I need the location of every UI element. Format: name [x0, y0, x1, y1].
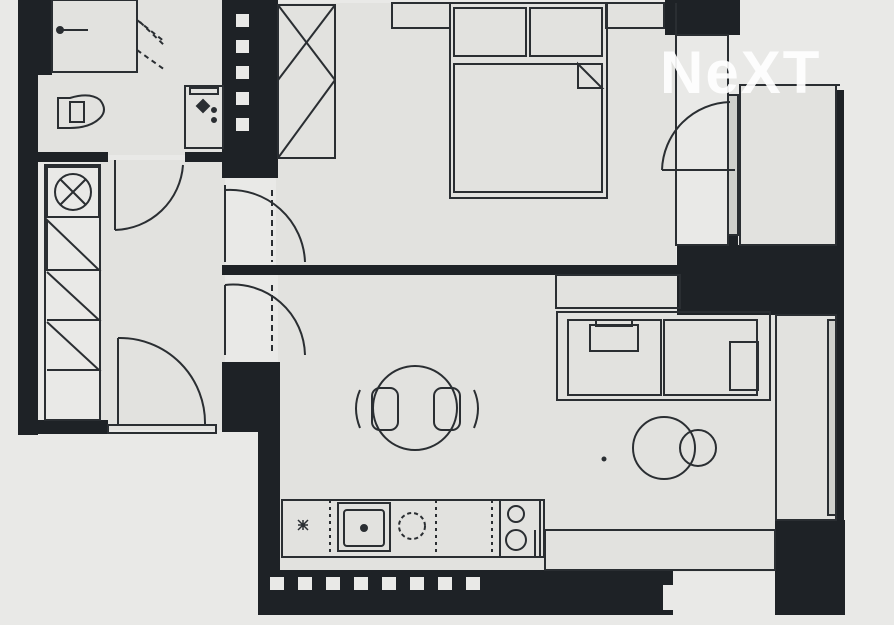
- wall-bottom-left: [18, 420, 108, 434]
- bedroom-floor: [276, 3, 676, 266]
- wall-bath-bottom: [38, 152, 108, 162]
- dining-table-icon: [355, 365, 479, 451]
- coffee-table-icon: [632, 416, 717, 480]
- living-kitchen-floor: [278, 275, 778, 572]
- wall-top-right-block: [665, 0, 740, 35]
- window-frame-right: [827, 319, 837, 516]
- bathroom-fixtures: [51, 0, 224, 149]
- bedroom-furniture: [277, 2, 665, 199]
- balcony: [675, 34, 837, 521]
- walls: [18, 0, 845, 615]
- window-frame-bedroom: [727, 94, 739, 236]
- brand-logo: NeXT: [660, 39, 822, 106]
- hall-floor: [100, 160, 225, 430]
- room-floors: [38, 0, 778, 572]
- wall-left-outer: [18, 0, 38, 435]
- wall-right-edge: [836, 90, 844, 520]
- door-swing-icon: [107, 21, 735, 434]
- balcony-upper: [739, 84, 837, 246]
- cooktop-icon: [499, 499, 541, 558]
- wall-central-lower: [222, 362, 280, 432]
- bottom-windows: [270, 577, 773, 610]
- wall-bottom-right: [775, 520, 845, 615]
- balcony-lower: [775, 314, 837, 521]
- column-windows: [236, 14, 249, 131]
- wall-bedroom-living-divider: [222, 265, 692, 275]
- toilet-icon: [57, 94, 105, 129]
- kitchen: [281, 456, 776, 571]
- washbasin-icon: [51, 0, 138, 73]
- wall-living-left: [258, 430, 280, 615]
- wall-bottom: [258, 570, 673, 615]
- wall-central-column: [222, 0, 278, 178]
- wall-bath-left-upper: [38, 0, 52, 75]
- living-furniture: [355, 274, 771, 480]
- wall-bath-bottom-right: [185, 152, 225, 162]
- sofa-icon: [556, 311, 771, 401]
- double-bed-icon: [449, 2, 608, 199]
- washing-machine-icon: [46, 166, 100, 218]
- wall-right-mid-block: [677, 245, 842, 315]
- hall-storage: [44, 164, 102, 421]
- bathroom-floor: [38, 0, 223, 155]
- kitchen-sink-icon: [337, 502, 391, 552]
